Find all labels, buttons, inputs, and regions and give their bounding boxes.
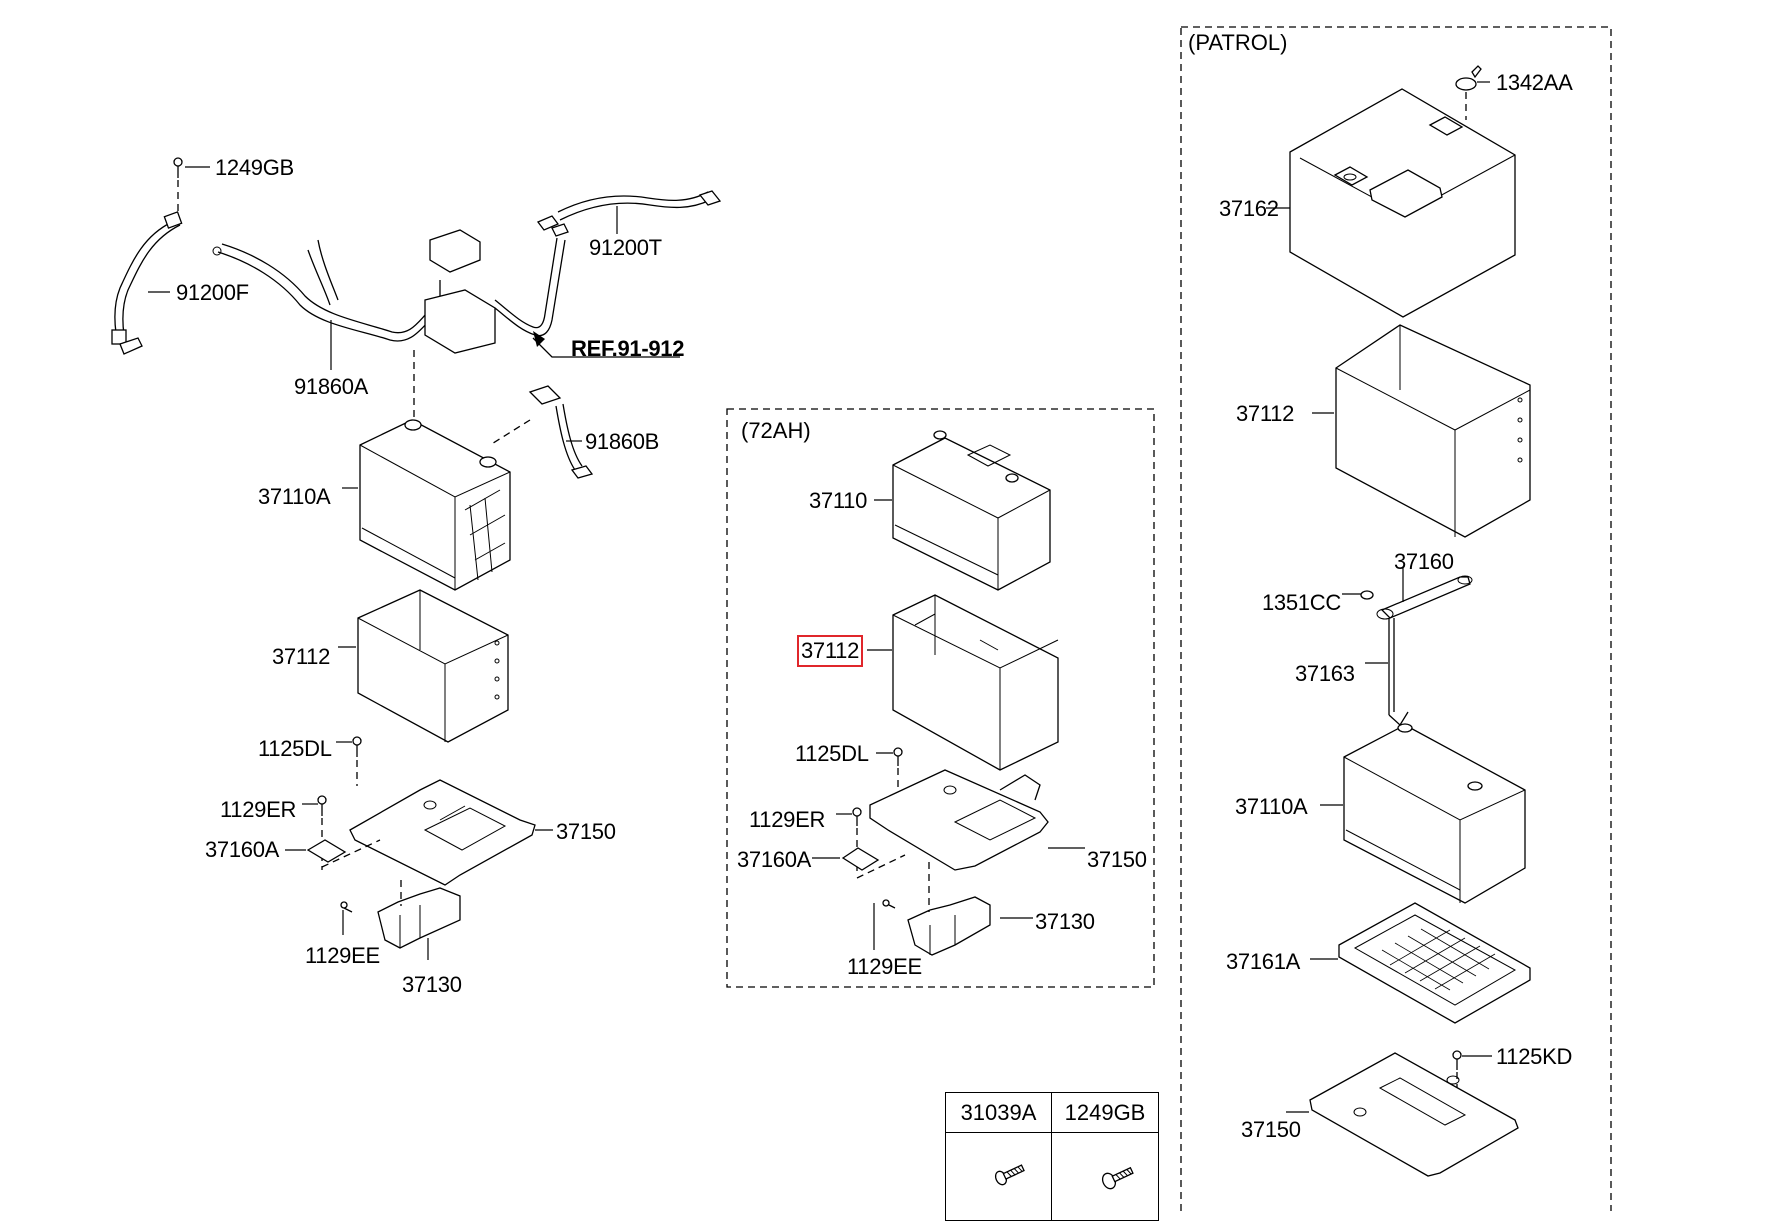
part-label[interactable]: 1125KD <box>1496 1044 1573 1069</box>
part-label[interactable]: 37161A <box>1226 949 1301 974</box>
battery-37110a-icon[interactable] <box>359 419 511 591</box>
part-label[interactable]: 37160A <box>737 847 812 872</box>
part-label[interactable]: 37130 <box>1035 909 1095 934</box>
battery-tray-37150-72ah-icon[interactable] <box>869 769 1049 871</box>
part-label[interactable]: 1129ER <box>220 797 297 822</box>
cable-91200f-icon[interactable] <box>111 211 183 355</box>
bolt-1129ee-icon[interactable] <box>340 901 353 935</box>
battery-tray-37150-icon[interactable] <box>349 779 536 886</box>
part-label[interactable]: 37150 <box>1241 1117 1301 1142</box>
insulator-37112-icon[interactable] <box>892 594 1059 771</box>
bolt-1129ee-72ah-icon[interactable] <box>873 899 896 950</box>
part-label[interactable]: 37130 <box>402 972 462 997</box>
part-label[interactable]: 1125DL <box>795 741 869 766</box>
group-patrol-frame <box>1180 26 1612 1211</box>
bracket-37130-72ah-icon[interactable] <box>907 862 991 956</box>
cover-37162-icon[interactable] <box>1289 88 1516 318</box>
part-label[interactable]: 91200F <box>176 280 249 305</box>
bolt-1249gb-icon[interactable] <box>173 157 183 220</box>
part-label[interactable]: 37110A <box>258 484 331 509</box>
battery-37110a-patrol-icon[interactable] <box>1343 723 1526 904</box>
pad-37161a-icon[interactable] <box>1338 902 1531 1024</box>
bolt-1125dl-72ah-icon[interactable] <box>893 747 903 790</box>
group-72ah-frame <box>726 408 1155 988</box>
tapping-screw-icon <box>994 1164 1025 1186</box>
ref-label[interactable]: REF.91-912 <box>571 336 685 361</box>
fastener-table-header[interactable]: 31039A <box>946 1093 1052 1133</box>
part-label[interactable]: 1129EE <box>847 954 922 979</box>
insulator-37112-patrol-icon[interactable] <box>1335 324 1531 538</box>
part-label[interactable]: 37160 <box>1394 549 1454 574</box>
part-label[interactable]: 1129ER <box>749 807 826 832</box>
part-label-highlighted[interactable]: 37112 <box>796 635 864 667</box>
part-label[interactable]: 37162 <box>1219 196 1279 221</box>
cable-91200t-icon[interactable] <box>536 190 722 231</box>
fastener-table: 31039A 1249GB <box>945 1092 1159 1221</box>
part-label[interactable]: 37163 <box>1295 661 1355 686</box>
bolt-1125dl-icon[interactable] <box>352 736 362 786</box>
part-label[interactable]: 1249GB <box>215 155 294 180</box>
harness-91860a-icon[interactable] <box>212 223 569 354</box>
part-label[interactable]: 37110 <box>809 488 868 513</box>
fastener-table-icon-cell <box>946 1133 1052 1220</box>
cable-91860b-icon[interactable] <box>489 385 594 479</box>
part-label[interactable]: 37160A <box>205 837 280 862</box>
part-label[interactable]: 37112 <box>272 644 331 669</box>
fastener-table-icon-cell <box>1052 1133 1158 1220</box>
nut-1342aa-icon[interactable] <box>1455 65 1482 120</box>
group-72ah-title: (72AH) <box>741 418 811 443</box>
battery-37110-icon[interactable] <box>892 430 1051 591</box>
part-label[interactable]: 1125DL <box>258 736 332 761</box>
part-label[interactable]: 91860A <box>294 374 369 399</box>
holddown-37160-icon[interactable] <box>1376 575 1473 620</box>
clamp-37160a-72ah-icon[interactable] <box>841 847 880 871</box>
flange-bolt-icon <box>1101 1166 1134 1190</box>
part-label[interactable]: 1342AA <box>1496 70 1573 95</box>
part-label[interactable]: 91200T <box>589 235 662 260</box>
part-label[interactable]: 37112 <box>1236 401 1295 426</box>
fastener-table-header[interactable]: 1249GB <box>1052 1093 1158 1133</box>
battery-tray-37150-patrol-icon[interactable] <box>1309 1052 1519 1177</box>
insulator-37112-icon[interactable] <box>357 589 509 743</box>
part-label[interactable]: 91860B <box>585 429 660 454</box>
bracket-37130-icon[interactable] <box>377 880 461 949</box>
part-label[interactable]: 37150 <box>1087 847 1147 872</box>
part-label[interactable]: 37150 <box>556 819 616 844</box>
washer-1351cc-icon[interactable] <box>1360 590 1374 600</box>
part-label[interactable]: 1351CC <box>1262 590 1341 615</box>
part-label[interactable]: 1129EE <box>305 943 380 968</box>
ref-arrow-icon <box>532 331 680 358</box>
group-patrol-title: (PATROL) <box>1188 30 1288 55</box>
part-label[interactable]: 37110A <box>1235 794 1308 819</box>
rod-37163-icon[interactable] <box>1388 618 1409 727</box>
clamp-37160a-icon[interactable] <box>306 839 347 863</box>
